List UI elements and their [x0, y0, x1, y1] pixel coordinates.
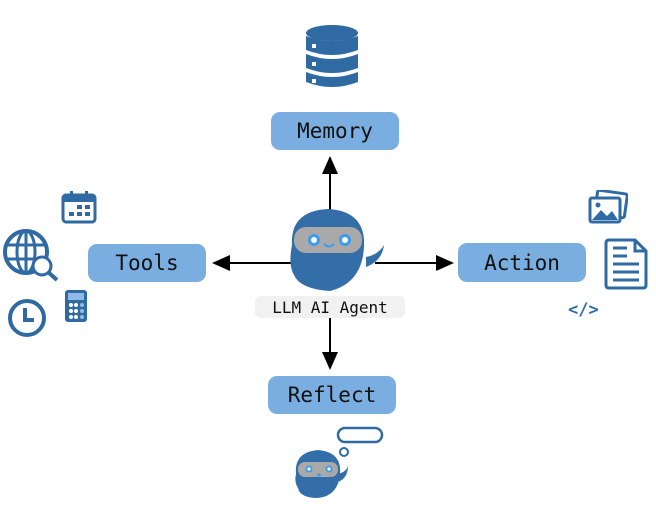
globe-search-icon [3, 229, 59, 282]
calendar-icon [61, 191, 97, 224]
reflect-label: Reflect [287, 383, 377, 407]
tools-label: Tools [115, 251, 179, 275]
thinking-mascot-icon [295, 426, 384, 498]
agent-label: LLM AI Agent [255, 296, 405, 318]
document-icon [604, 238, 648, 290]
tools-node: Tools [88, 244, 206, 282]
image-icon [588, 190, 628, 224]
clock-icon [8, 299, 46, 337]
database-icon [306, 25, 358, 87]
action-label: Action [484, 250, 560, 275]
calculator-icon [65, 290, 87, 322]
memory-node: Memory [271, 112, 399, 150]
memory-label: Memory [297, 119, 373, 143]
action-node: Action [458, 243, 586, 282]
reflect-node: Reflect [268, 376, 396, 414]
agent-mascot-icon [290, 209, 384, 291]
code-icon: </> [568, 300, 599, 320]
